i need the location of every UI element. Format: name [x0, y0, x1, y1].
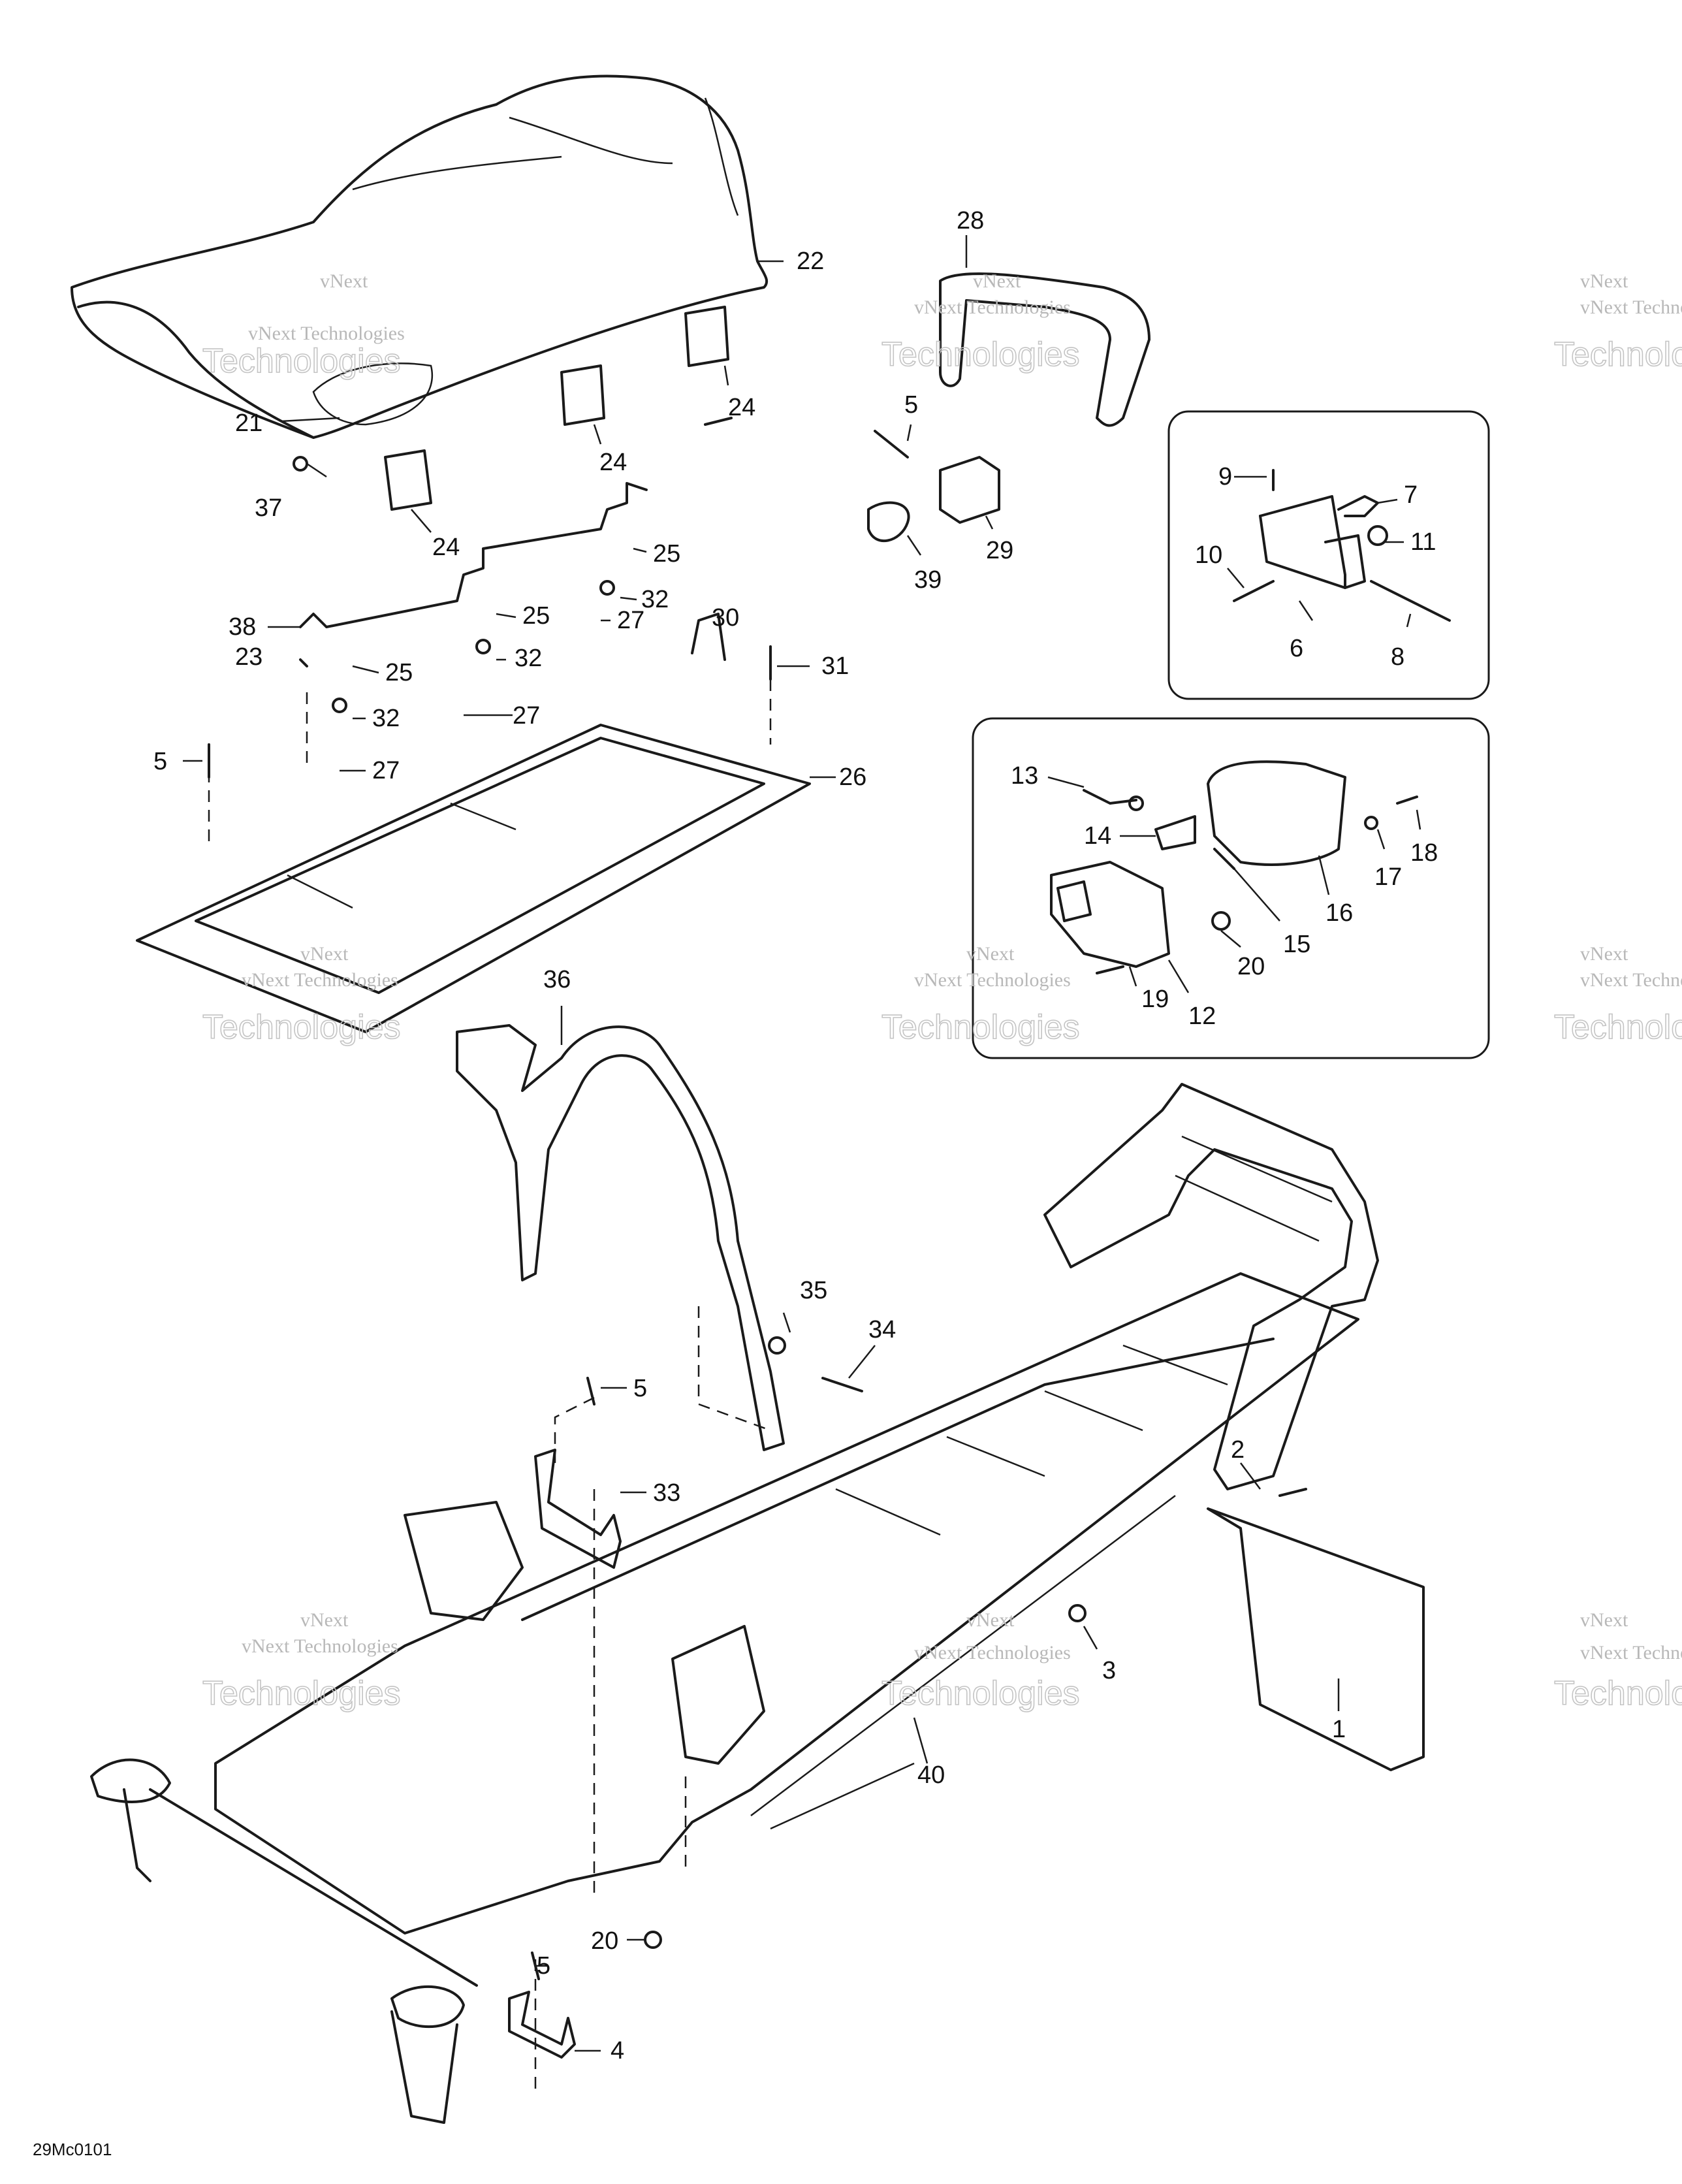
- callout-32: 32: [515, 645, 542, 672]
- snow-flap: [1207, 1507, 1425, 1771]
- callout-32: 32: [641, 586, 669, 613]
- callout-3: 3: [1102, 1657, 1116, 1684]
- callout-5: 5: [153, 748, 167, 775]
- callout-6: 6: [1290, 635, 1303, 662]
- watermark-text: vNext Technologies: [242, 1635, 398, 1657]
- callout-22: 22: [797, 248, 824, 275]
- callout-19: 19: [1141, 986, 1169, 1013]
- callout-5: 5: [904, 391, 918, 419]
- watermark-text: Technologies: [202, 1675, 401, 1712]
- watermark-text: Technologies: [1554, 1008, 1682, 1046]
- watermark-text: vNext Technologies: [248, 323, 405, 344]
- callout-16: 16: [1325, 899, 1353, 927]
- watermark-text: vNext: [300, 943, 349, 965]
- callout-37: 37: [255, 494, 282, 522]
- callout-25: 25: [385, 659, 413, 686]
- callout-33: 33: [653, 1479, 680, 1507]
- callout-28: 28: [957, 207, 984, 234]
- watermark-text: vNext: [973, 270, 1021, 292]
- watermark-text: vNext Technologies: [914, 1642, 1071, 1663]
- callout-26: 26: [839, 763, 866, 791]
- watermark-text: Technologies: [1554, 336, 1682, 374]
- watermark-text: vNext: [1580, 943, 1628, 965]
- callout-25: 25: [653, 540, 680, 568]
- callout-20: 20: [591, 1927, 618, 1955]
- callout-31: 31: [821, 652, 849, 680]
- callout-21: 21: [235, 410, 262, 437]
- callout-18: 18: [1410, 839, 1438, 867]
- watermark-text: vNext: [300, 1609, 349, 1631]
- callout-36: 36: [543, 966, 571, 993]
- callout-labels: 22 21 37 24 24 24 25 25 25 32 32 32 38 2…: [153, 207, 1438, 2064]
- callout-15: 15: [1283, 931, 1310, 958]
- bracket-4: [508, 1991, 576, 2059]
- watermark-text: Technologies: [881, 1008, 1080, 1046]
- backrest-frame: [456, 1024, 785, 1451]
- watermark-text: vNext: [966, 1609, 1015, 1631]
- callout-10: 10: [1195, 541, 1222, 569]
- watermark-text: vNext Technologies: [242, 969, 398, 991]
- callout-8: 8: [1391, 643, 1404, 671]
- callout-29: 29: [986, 537, 1013, 564]
- callout-32: 32: [372, 705, 400, 732]
- callout-39: 39: [914, 566, 942, 594]
- rear-rack: [1043, 1083, 1379, 1490]
- callout-30: 30: [712, 604, 739, 632]
- callout-25: 25: [522, 602, 550, 630]
- callout-34: 34: [868, 1316, 896, 1343]
- strap-handle: [939, 272, 1150, 427]
- watermark-text: vNext Technologies: [914, 297, 1071, 318]
- callout-14: 14: [1084, 822, 1111, 850]
- callout-35: 35: [800, 1277, 827, 1304]
- seat-assembly: [71, 74, 769, 439]
- callout-27: 27: [617, 607, 644, 634]
- watermark-text: vNext: [320, 270, 368, 292]
- callout-24: 24: [728, 394, 755, 421]
- bracket-33: [534, 1449, 622, 1569]
- callout-17: 17: [1374, 863, 1402, 891]
- hardware-fasteners: [208, 417, 1307, 1980]
- callout-2: 2: [1231, 1436, 1245, 1464]
- watermark-text: vNext Technologies: [1580, 969, 1682, 991]
- watermark-text: Technologies: [202, 342, 401, 380]
- watermark-text: vNext Technologies: [1580, 297, 1682, 318]
- watermark-text: vNext: [1580, 270, 1628, 292]
- seat-latch-rod: [299, 482, 648, 628]
- callout-11: 11: [1410, 528, 1436, 556]
- watermark-group: vNext vNext Technologies Technologies vN…: [202, 270, 1682, 1713]
- watermark-text: vNext: [1580, 1609, 1628, 1631]
- watermark-text: Technologies: [881, 336, 1080, 374]
- watermark-text: vNext: [966, 943, 1015, 965]
- callout-9: 9: [1218, 463, 1232, 490]
- watermark-text: vNext Technologies: [1580, 1642, 1682, 1663]
- storage-tray: [136, 724, 811, 1033]
- callout-13: 13: [1011, 762, 1038, 790]
- callout-7: 7: [1404, 481, 1418, 509]
- detail-box-taillight: [972, 717, 1490, 1059]
- callout-1: 1: [1332, 1716, 1346, 1743]
- watermark-text: Technologies: [881, 1675, 1080, 1712]
- callout-40: 40: [917, 1761, 945, 1789]
- callout-4: 4: [611, 2037, 624, 2064]
- callout-5: 5: [633, 1375, 647, 1402]
- callout-12: 12: [1188, 1003, 1216, 1030]
- main-chassis-frame: [90, 1272, 1359, 2124]
- callout-38: 38: [229, 613, 256, 641]
- callout-24: 24: [599, 449, 627, 476]
- callout-27: 27: [372, 757, 400, 784]
- dashed-assembly-lines: [208, 679, 772, 2096]
- callout-27: 27: [513, 702, 540, 730]
- callout-5: 5: [537, 1952, 550, 1980]
- callout-24: 24: [432, 534, 460, 561]
- callout-23: 23: [235, 643, 262, 671]
- watermark-text: vNext Technologies: [914, 969, 1071, 991]
- bracket-29: [867, 456, 1000, 542]
- leader-lines: [183, 235, 1421, 2052]
- watermark-text: Technologies: [202, 1008, 401, 1046]
- figure-reference: 29Mc0101: [33, 2140, 112, 2159]
- callout-20: 20: [1237, 953, 1265, 980]
- watermark-text: Technologies: [1554, 1675, 1682, 1712]
- seat-hinges: [384, 306, 729, 511]
